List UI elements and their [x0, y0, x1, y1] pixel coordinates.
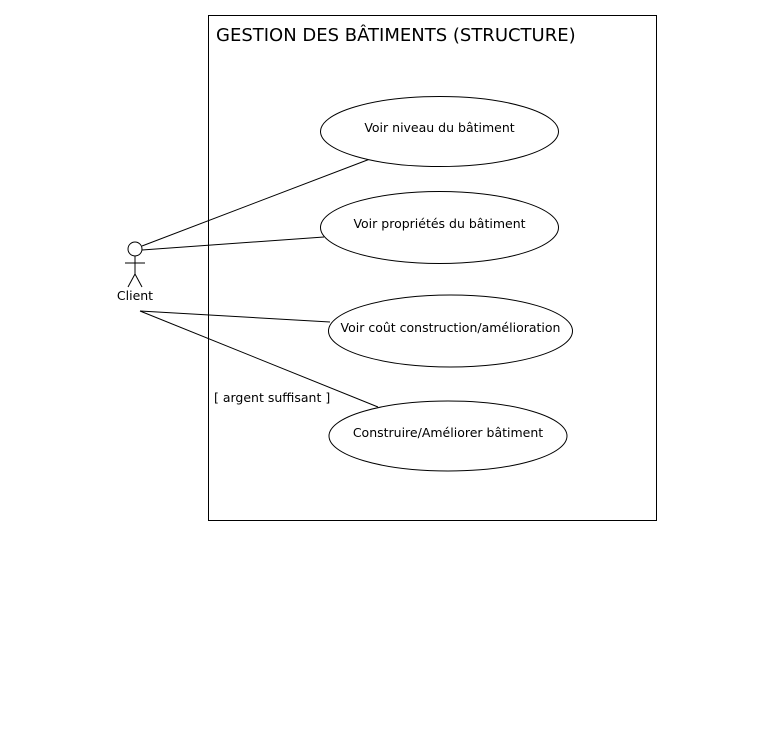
association-line-proprietes — [141, 236, 325, 251]
use-case-ellipse — [320, 96, 559, 167]
association-line-construire — [139, 310, 379, 408]
use-case-cout: Voir coût construction/amélioration — [328, 294, 573, 368]
use-case-ellipse — [328, 294, 573, 368]
actor-right-leg — [134, 273, 143, 288]
system-title: GESTION DES BÂTIMENTS (STRUCTURE) — [216, 24, 576, 46]
use-case-label: Construire/Améliorer bâtiment — [353, 425, 543, 440]
use-case-label: Voir coût construction/amélioration — [341, 320, 561, 335]
use-case-construire: Construire/Améliorer bâtiment — [328, 400, 568, 472]
association-line-cout — [139, 310, 331, 323]
use-case-niveau: Voir niveau du bâtiment — [320, 96, 559, 167]
use-case-proprietes: Voir propriétés du bâtiment — [320, 191, 559, 264]
system-boundary — [208, 15, 657, 521]
association-line-niveau — [141, 158, 371, 247]
actor-name: Client — [117, 288, 153, 303]
use-case-label: Voir niveau du bâtiment — [364, 120, 514, 135]
use-case-ellipse — [328, 400, 568, 472]
use-case-label: Voir propriétés du bâtiment — [353, 216, 525, 231]
use-case-ellipse — [320, 191, 559, 264]
actor-head-icon — [127, 241, 143, 257]
actor-client: Client — [117, 241, 153, 303]
guard-condition-label: [ argent suffisant ] — [214, 390, 330, 405]
actor-left-leg — [127, 273, 136, 288]
